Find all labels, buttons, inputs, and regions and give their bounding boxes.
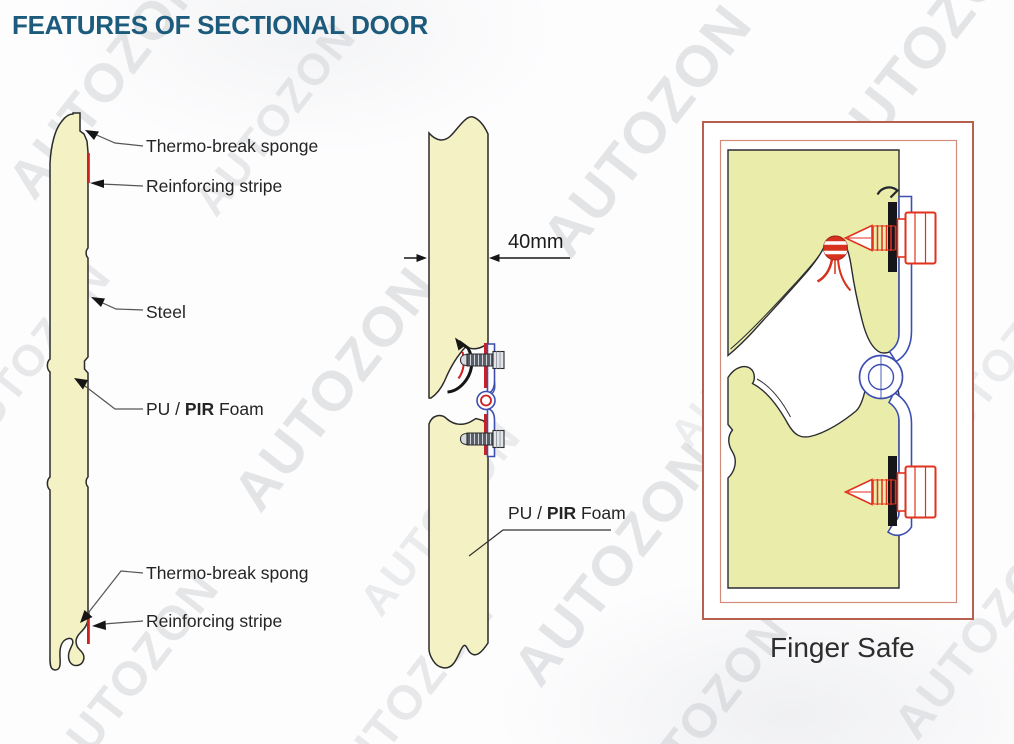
screw-threads <box>872 225 897 251</box>
self-drilling-screw-bottom <box>459 429 505 449</box>
reinforcing-stripe-bottom <box>87 612 90 644</box>
panel-edge-curl <box>447 340 474 394</box>
label-thermo-break-sponge-bottom: Thermo-break spong <box>146 563 309 583</box>
hinge-knuckle-ring <box>480 394 492 407</box>
leader-thermo-bottom <box>84 570 144 618</box>
arrowhead <box>90 179 104 188</box>
dimension-arrowhead-left-pointing <box>489 254 500 262</box>
page-title: FEATURES OF SECTIONAL DOOR <box>12 10 428 40</box>
screw-hex-head <box>492 429 505 449</box>
leader-thermo-top <box>91 132 144 147</box>
leader-foam-middle <box>468 529 611 557</box>
left-panel-outline <box>46 112 89 671</box>
screw-threads <box>872 479 897 505</box>
arrowhead <box>80 610 93 623</box>
detail-screw-bottom <box>843 465 937 519</box>
panel-edge-spike <box>455 337 466 351</box>
leader-reinforcing-bottom <box>99 620 144 626</box>
seal-tail <box>837 259 852 292</box>
dimension-arrowhead-right-pointing <box>416 254 427 262</box>
label-pu-pir-foam-middle: PU / PIR Foam <box>508 503 626 523</box>
label-thermo-break-sponge-top: Thermo-break sponge <box>146 136 319 156</box>
label-reinforcing-stripe-top: Reinforcing stripe <box>146 176 283 196</box>
finger-safe-detail-drawing <box>702 121 974 620</box>
screw-flange <box>896 218 907 258</box>
seal-bulb <box>823 235 848 261</box>
leader-reinforcing-top <box>98 183 144 187</box>
detail-lower-panel <box>727 360 900 589</box>
leader-foam-left <box>80 382 143 410</box>
arrowhead <box>85 130 99 140</box>
panel-edge-hook-top <box>876 186 900 199</box>
hinge-knuckle <box>476 390 496 411</box>
label-reinforcing-stripe-bottom: Reinforcing stripe <box>146 611 283 631</box>
middle-panel-drawing <box>404 116 611 669</box>
screw-hex-facets <box>914 212 927 264</box>
label-pu-pir-foam-left: PU / PIR Foam <box>146 399 264 419</box>
reinforcing-plate-bottom <box>888 456 897 526</box>
reinforcing-plate-top <box>888 202 897 272</box>
screw-hex-head <box>904 465 937 519</box>
caption-finger-safe: Finger Safe <box>770 632 915 663</box>
arrowhead <box>74 378 88 390</box>
screw-flange <box>896 472 907 512</box>
screw-tip <box>459 432 468 446</box>
self-drilling-screw-top <box>459 350 505 370</box>
leader-lines-left <box>80 132 144 626</box>
panel-skin-lines <box>730 255 820 418</box>
screw-hex-head <box>904 211 937 265</box>
screw-hex-head <box>492 350 505 370</box>
curl-red-seal <box>457 351 465 380</box>
reinforcing-stripe-top <box>87 153 90 183</box>
middle-lower-panel <box>428 414 489 669</box>
detail-screw-top <box>843 211 937 265</box>
screw-tip <box>459 353 468 367</box>
label-thickness-40mm: 40mm <box>508 231 564 253</box>
seal-tail <box>816 259 834 283</box>
leader-arrowheads-left <box>74 130 106 630</box>
middle-upper-panel <box>428 116 489 399</box>
arrowhead <box>91 297 105 307</box>
arrowhead <box>92 620 106 630</box>
left-panel-drawing <box>46 112 144 671</box>
thermo-seal <box>816 235 852 292</box>
screw-hex-facets <box>914 466 927 518</box>
label-steel: Steel <box>146 302 186 322</box>
